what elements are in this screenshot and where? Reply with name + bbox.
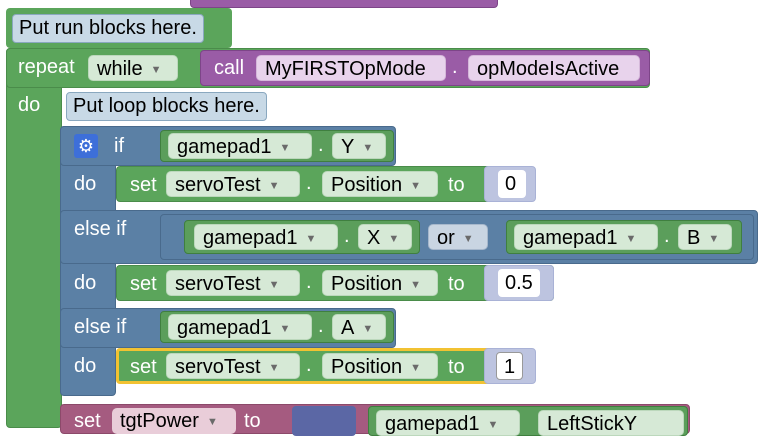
- chevron-down-icon: ▼: [625, 232, 637, 245]
- set-label-3: set: [130, 356, 157, 378]
- gamepad-text: gamepad1: [203, 227, 298, 249]
- dot-separator: .: [318, 134, 324, 156]
- position-text: Position: [331, 273, 403, 295]
- button-a-dropdown[interactable]: A▼: [332, 314, 386, 340]
- chevron-down-icon: ▼: [279, 322, 291, 335]
- if-do-label-3: do: [74, 355, 97, 377]
- chevron-down-icon: ▼: [362, 322, 374, 335]
- stick-text: LeftStickY: [547, 413, 638, 435]
- dot-separator: .: [664, 225, 670, 247]
- run-blocks-comment[interactable]: Put run blocks here.: [12, 14, 204, 43]
- button-b-text: B: [687, 227, 701, 249]
- button-y-text: Y: [341, 136, 355, 158]
- var-text: tgtPower: [120, 410, 199, 432]
- chevron-down-icon: ▼: [305, 232, 317, 245]
- gamepad-dropdown-2[interactable]: gamepad1 ▼: [194, 224, 338, 250]
- to-label-3: to: [448, 356, 465, 378]
- chevron-down-icon: ▼: [268, 278, 280, 291]
- chevron-down-icon: ▼: [410, 361, 422, 374]
- position-text: Position: [331, 174, 403, 196]
- dot-separator: .: [452, 56, 458, 78]
- to-label-2: to: [448, 273, 465, 295]
- button-x-text: X: [367, 227, 381, 249]
- button-a-text: A: [341, 317, 355, 339]
- if-do-label-2: do: [74, 272, 97, 294]
- gamepad-text: gamepad1: [523, 227, 618, 249]
- repeat-label: repeat: [18, 56, 75, 78]
- button-x-dropdown[interactable]: X▼: [358, 224, 412, 250]
- number-field-3[interactable]: 1: [496, 352, 524, 380]
- chevron-down-icon: ▼: [268, 179, 280, 192]
- elseif-label-2: else if: [74, 316, 127, 338]
- chevron-down-icon: ▼: [410, 278, 422, 291]
- while-text: while: [97, 58, 143, 80]
- button-y-dropdown[interactable]: Y▼: [332, 133, 386, 159]
- servo-dropdown-1[interactable]: servoTest ▼: [166, 171, 300, 197]
- elseif-label-1: else if: [74, 218, 127, 240]
- if-do-label-1: do: [74, 173, 97, 195]
- if-label: if: [114, 135, 124, 157]
- button-b-dropdown[interactable]: B▼: [678, 224, 732, 250]
- to-label-1: to: [448, 174, 465, 196]
- gear-icon[interactable]: ⚙: [74, 134, 98, 158]
- opmode-method-field[interactable]: opModeIsActive: [468, 55, 640, 81]
- position-dropdown-1[interactable]: Position ▼: [322, 171, 438, 197]
- opmode-class-field[interactable]: MyFIRSTOpMode: [256, 55, 446, 81]
- gamepad-dropdown-5[interactable]: gamepad1 ▼: [376, 410, 520, 436]
- servo-dropdown-3[interactable]: servoTest ▼: [166, 353, 300, 379]
- chevron-down-icon: ▼: [388, 232, 400, 245]
- chevron-down-icon: ▼: [410, 179, 422, 192]
- position-dropdown-3[interactable]: Position ▼: [322, 353, 438, 379]
- dot-separator: .: [306, 271, 312, 293]
- chevron-down-icon: ▼: [150, 63, 162, 76]
- chevron-down-icon: ▼: [206, 415, 218, 428]
- loop-blocks-comment[interactable]: Put loop blocks here.: [66, 92, 267, 121]
- gamepad-dropdown-1[interactable]: gamepad1 ▼: [168, 133, 312, 159]
- set-label-2: set: [130, 273, 157, 295]
- stick-dropdown[interactable]: LeftStickY: [538, 410, 684, 436]
- chevron-down-icon: ▼: [279, 141, 291, 154]
- while-dropdown[interactable]: while ▼: [88, 55, 178, 81]
- chevron-down-icon: ▼: [362, 141, 374, 154]
- position-text: Position: [331, 356, 403, 378]
- to-label-4: to: [244, 410, 261, 432]
- or-dropdown[interactable]: or ▼: [428, 224, 488, 250]
- dot-separator: .: [318, 315, 324, 337]
- set-label-4: set: [74, 410, 101, 432]
- number-field-1[interactable]: 0: [498, 170, 526, 198]
- repeat-do-label: do: [18, 94, 41, 116]
- gamepad-text: gamepad1: [177, 136, 272, 158]
- servo-dropdown-2[interactable]: servoTest ▼: [166, 270, 300, 296]
- gamepad-dropdown-4[interactable]: gamepad1 ▼: [168, 314, 312, 340]
- set-label-1: set: [130, 174, 157, 196]
- top-cutoff-block[interactable]: [190, 0, 498, 8]
- chevron-down-icon: ▼: [462, 232, 474, 245]
- call-label: call: [214, 57, 245, 79]
- tgtpower-dropdown[interactable]: tgtPower ▼: [112, 408, 236, 434]
- servo-text: servoTest: [175, 273, 261, 295]
- gamepad-dropdown-3[interactable]: gamepad1 ▼: [514, 224, 658, 250]
- dot-separator: .: [306, 172, 312, 194]
- position-dropdown-2[interactable]: Position ▼: [322, 270, 438, 296]
- negate-block[interactable]: [292, 406, 356, 436]
- chevron-down-icon: ▼: [268, 361, 280, 374]
- dot-separator: .: [344, 225, 350, 247]
- repeat-while-block[interactable]: [6, 48, 62, 428]
- chevron-down-icon: ▼: [487, 418, 499, 431]
- servo-text: servoTest: [175, 174, 261, 196]
- or-text: or: [437, 227, 455, 249]
- gamepad-text: gamepad1: [177, 317, 272, 339]
- servo-text: servoTest: [175, 356, 261, 378]
- chevron-down-icon: ▼: [708, 232, 720, 245]
- number-field-2[interactable]: 0.5: [498, 269, 540, 297]
- dot-separator: .: [306, 354, 312, 376]
- gamepad-text: gamepad1: [385, 413, 480, 435]
